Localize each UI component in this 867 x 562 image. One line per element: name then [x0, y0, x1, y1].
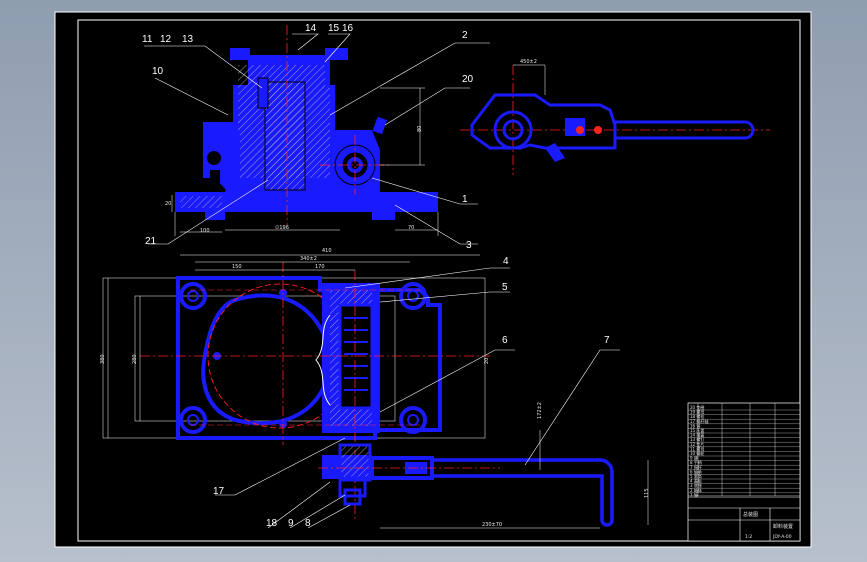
lower-handle	[318, 430, 649, 529]
dim-top-width: 410	[322, 248, 332, 254]
parts-row: 12 垫片	[690, 441, 704, 447]
balloon-3: 3	[466, 240, 472, 251]
plan-view	[102, 254, 490, 520]
parts-row: 15 压盖	[690, 427, 704, 433]
balloon-9: 9	[288, 518, 294, 529]
parts-row: 14 端盖	[690, 432, 704, 438]
balloon-18: 18	[266, 518, 278, 529]
parts-row: 6 轴承	[690, 468, 702, 474]
parts-row: 5 套筒	[690, 473, 702, 479]
parts-row: 1 轴	[690, 491, 698, 497]
dim-base-mid: ∅196	[275, 225, 289, 231]
dim-side-left: 20	[165, 201, 171, 207]
balloon-2: 2	[462, 30, 468, 41]
parts-row: 16 销	[690, 422, 700, 428]
parts-row: 9 键	[690, 455, 698, 461]
parts-row: 13 螺钉	[690, 436, 704, 442]
inner-frame	[77, 19, 801, 542]
balloon-13: 13	[182, 34, 194, 45]
dim-top-left: 150	[232, 264, 242, 270]
dim-top-mid: 170	[315, 264, 325, 270]
dim-vertical-handle: 172±2	[537, 402, 543, 419]
balloon-14: 14	[305, 23, 317, 34]
title-drawing-no: 总装图	[743, 511, 758, 518]
handle-side-view	[460, 64, 770, 175]
front-section-view	[171, 25, 439, 236]
parts-row: 19 螺母	[690, 409, 704, 415]
dim-base-right: 70	[408, 225, 414, 231]
dim-height-front: 80	[417, 126, 423, 132]
dim-arm-top: 450±2	[520, 59, 537, 65]
title-scale: 1:2	[745, 534, 752, 540]
balloon-5: 5	[502, 282, 508, 293]
dim-handle-end: 115	[644, 488, 650, 498]
balloon-6: 6	[502, 335, 508, 346]
dim-top-inner: 340±2	[300, 256, 317, 262]
balloon-labels: 11 12 13 14 15 16 2 10 20 1 3 21 4 5 6 7…	[142, 23, 610, 529]
balloon-16: 16	[342, 23, 354, 34]
dim-bottom-handle: 230±70	[482, 522, 502, 528]
dim-right-side: 20	[484, 358, 490, 364]
parts-row: 11 螺母	[690, 445, 704, 451]
dimension-labels: 410 340±2 150 170 380 280 20 172±2 230±7…	[100, 59, 650, 528]
parts-row: 8 手柄	[690, 459, 702, 465]
balloon-17: 17	[213, 486, 225, 497]
title-main: 卸料装置	[773, 523, 793, 530]
dim-left-inner: 280	[132, 354, 138, 364]
leader-lines	[144, 33, 620, 529]
balloon-12: 12	[160, 34, 172, 45]
balloon-11: 11	[142, 34, 153, 45]
parts-row: 20 垫圈	[690, 404, 704, 410]
dim-base-left: 100	[200, 228, 210, 234]
parts-row: 4 盖板	[690, 478, 702, 484]
balloon-20: 20	[462, 74, 474, 85]
balloon-10: 10	[152, 66, 164, 77]
title-code: JDY-A-00	[772, 534, 792, 540]
balloon-7: 7	[604, 335, 610, 346]
outer-frame	[54, 11, 812, 548]
balloon-4: 4	[503, 256, 509, 267]
balloon-1: 1	[462, 194, 468, 205]
parts-row: 3 底座	[690, 482, 702, 488]
parts-row: 10 蜗轮	[690, 450, 704, 456]
balloon-8: 8	[305, 518, 311, 529]
balloon-15: 15	[328, 23, 340, 34]
parts-row: 7 摇杆	[690, 464, 702, 470]
parts-row: 18 螺栓	[690, 413, 704, 419]
parts-row: 17 蜗杆轴	[690, 418, 708, 424]
dim-left-outer: 380	[100, 354, 106, 364]
balloon-21: 21	[145, 236, 157, 247]
parts-row: 2 箱体	[690, 487, 702, 493]
